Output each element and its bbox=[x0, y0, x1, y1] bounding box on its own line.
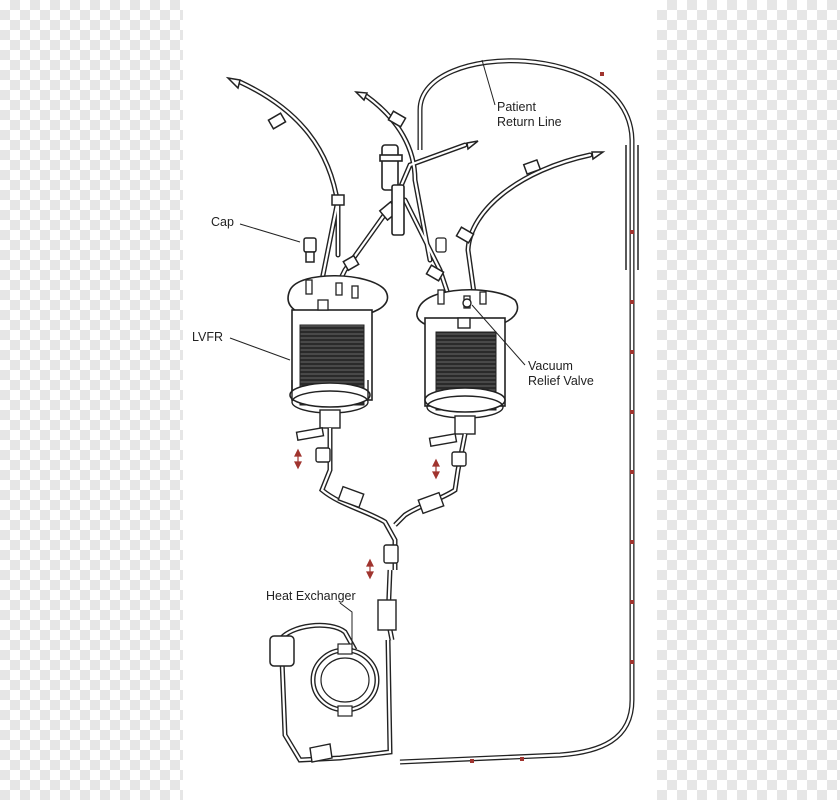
patient-return-line bbox=[399, 58, 635, 765]
leader-lvfr bbox=[229, 337, 291, 361]
label-patient-return-line-2: Return Line bbox=[497, 115, 562, 129]
lvfr-reservoir bbox=[287, 275, 389, 429]
outlet-valves bbox=[295, 426, 467, 631]
tube-tips bbox=[225, 76, 606, 161]
label-cap: Cap bbox=[211, 215, 234, 229]
leader-patient-return bbox=[481, 59, 496, 106]
return-line-inner bbox=[625, 145, 639, 270]
return-line-markers bbox=[470, 72, 634, 763]
transparency-background-right bbox=[657, 0, 840, 800]
lvfr-top-ports bbox=[305, 279, 359, 311]
label-heat-exchanger: Heat Exchanger bbox=[266, 589, 356, 603]
leader-vacuum-valve bbox=[471, 304, 526, 366]
leader-lines bbox=[229, 59, 526, 650]
label-vacuum-relief-valve-2: Relief Valve bbox=[528, 374, 594, 388]
label-patient-return-line-1: Patient bbox=[497, 100, 536, 114]
cap bbox=[303, 237, 317, 263]
manifold-connector bbox=[379, 144, 405, 236]
tube-clamps bbox=[267, 110, 542, 282]
label-vacuum-relief-valve-1: Vacuum bbox=[528, 359, 573, 373]
flow-arrows bbox=[294, 448, 440, 580]
leader-heat-exchanger bbox=[339, 602, 353, 650]
leader-cap bbox=[239, 223, 301, 243]
right-reservoir bbox=[416, 288, 519, 435]
vacuum-relief-valve bbox=[457, 298, 472, 329]
transparency-background-left bbox=[0, 0, 183, 800]
label-lvfr: LVFR bbox=[192, 330, 223, 344]
heat-exchanger bbox=[269, 622, 380, 763]
